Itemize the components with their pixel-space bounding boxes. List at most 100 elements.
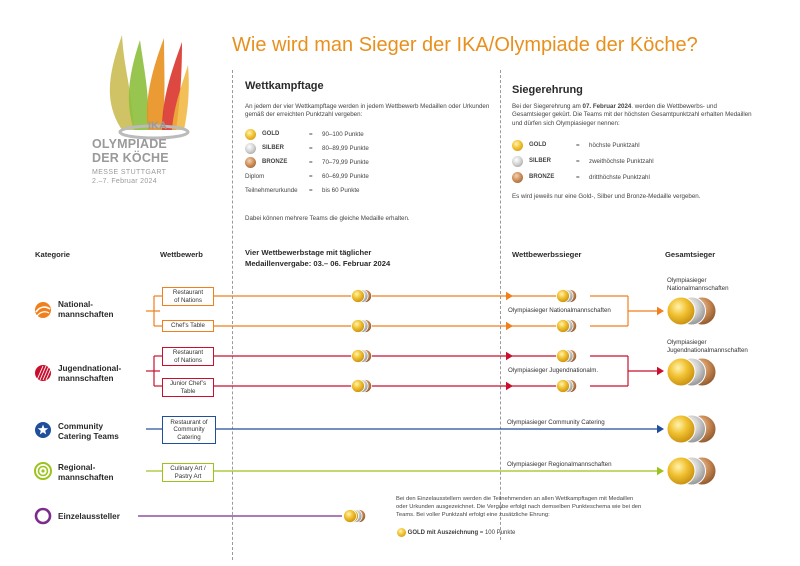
column-tage-line1: Vier Wettbewerbstage mit täglicher [245, 248, 372, 257]
einzel-award: GOLD mit Auszeichnung = 100 Punkte [397, 528, 515, 537]
target-icon-ring [37, 465, 49, 477]
logo-name-line2: DER KÖCHE [92, 151, 169, 165]
column-tage-line2: Medaillenvergabe: 03.– 06. Februar 2024 [245, 259, 391, 268]
dashed-divider [232, 70, 233, 560]
siegerehrung-intro: Bei der Siegerehrung am 07. Februar 2024… [512, 103, 752, 127]
logo-name-line1: OLYMPIADE [92, 137, 167, 151]
arrow-head [506, 381, 513, 391]
gold-medal-icon [245, 129, 256, 140]
award-value: 90–100 Punkte [322, 131, 364, 138]
award-label: Diplom [245, 173, 265, 180]
award-row: GOLD=höchste Punktzahl [512, 140, 752, 153]
award-row: SILBER = zweithöchste Punktzahl [512, 156, 752, 169]
award-label: GOLD [262, 131, 280, 137]
award-equals: = [576, 174, 580, 181]
award-row: SILBER = 80–89,99 Punkte [245, 143, 485, 156]
arrow-head [506, 291, 513, 301]
jugend-icon-stripe [42, 365, 50, 381]
category-regional: Regional-mannschaften [58, 463, 114, 482]
award-label: BRONZE [262, 159, 288, 165]
siegerehrung-note: Es wird jeweils nur eine Gold-, Silber u… [512, 193, 701, 200]
winner-label-regional: Olympiasieger Regionalmannschaften [507, 461, 612, 468]
jugend-icon-stripe [36, 365, 44, 381]
award-value: zweithöchste Punktzahl [589, 158, 654, 165]
arrow-head [506, 321, 513, 331]
logo-brand: IKA [148, 120, 167, 132]
gold-medal [556, 319, 570, 333]
award-value: höchste Punktzahl [589, 142, 640, 149]
flame-logo-icon [109, 35, 190, 140]
target-icon-center [41, 469, 45, 473]
column-wettbewerbssieger: Wettbewerbssieger [512, 250, 582, 259]
star-icon-shape [37, 424, 49, 435]
dashed-divider [500, 70, 501, 540]
award-label: BRONZE [529, 174, 555, 180]
award-value: 80–89,99 Punkte [322, 145, 369, 152]
winner-label-community: Olympiasieger Community Catering [507, 419, 605, 426]
arrow-head [506, 351, 513, 361]
award-value: dritthöchste Punktzahl [589, 174, 650, 181]
national-icon-swirl [35, 306, 51, 313]
gold-medal [556, 379, 570, 393]
einzel-award-value: = 100 Punkte [479, 530, 516, 537]
competition-culinary-pastry-art: Culinary Art /Pastry Art [162, 463, 214, 482]
gold-medal [666, 414, 696, 444]
siegerehrung-heading: Siegerehrung [512, 84, 583, 96]
logo: IKA OLYMPIADE DER KÖCHE MESSE STUTTGART … [92, 30, 212, 210]
award-equals: = [576, 158, 580, 165]
award-row: Teilnehmerurkunde = bis 60 Punkte [245, 187, 485, 198]
logo-dates: 2.–7. Februar 2024 [92, 178, 157, 185]
gold-medal [351, 289, 365, 303]
jugend-icon-stripe [45, 365, 53, 381]
column-wettbewerb: Wettbewerb [160, 250, 203, 259]
siegerehrung-date: 07. Februar 2024 [582, 103, 632, 110]
arrow-head [657, 424, 664, 434]
award-equals: = [309, 187, 313, 194]
gold-medal [666, 296, 696, 326]
gold-medal [556, 289, 570, 303]
gold-medal [556, 349, 570, 363]
ring-icon [34, 507, 52, 525]
gold-medal [666, 456, 696, 486]
competition-chefs-table: Chef’s Table [162, 320, 214, 332]
award-equals: = [309, 145, 313, 152]
silver-medal-icon [245, 143, 256, 154]
target-icon [34, 462, 52, 480]
gold-medal [343, 509, 357, 523]
category-jugend: Jugendnational-mannschaften [58, 364, 122, 383]
arrow-head [657, 306, 664, 316]
gold-medal [351, 349, 365, 363]
gold-medal [351, 319, 365, 333]
wettkampftage-heading: Wettkampftage [245, 80, 324, 92]
award-label: SILBER [529, 158, 552, 164]
award-row: Diplom = 60–69,99 Punkte [245, 173, 485, 184]
award-label: Teilnehmerurkunde [245, 187, 298, 194]
gold-medal-icon [512, 140, 523, 151]
page-title: Wie wird man Sieger der IKA/Olympiade de… [232, 34, 698, 56]
bronze-medal-icon [245, 157, 256, 168]
jugend-icon-stripe [39, 365, 47, 381]
award-equals: = [309, 173, 313, 180]
award-equals: = [576, 142, 580, 149]
logo-venue: MESSE STUTTGART [92, 169, 167, 176]
winner-label-jugend: Olympiasieger Jugendnationalm. [507, 367, 600, 374]
award-label: SILBER [262, 145, 285, 151]
award-value: bis 60 Punkte [322, 187, 360, 194]
arrow-head [657, 366, 664, 376]
award-value: 70–79,99 Punkte [322, 159, 369, 166]
einzel-award-label: GOLD mit Auszeichnung [407, 530, 479, 537]
award-row: GOLD=90–100 Punkte [245, 129, 485, 142]
bronze-medal-icon [512, 172, 523, 183]
award-value: 60–69,99 Punkte [322, 173, 369, 180]
gold-medal-icon [397, 528, 406, 537]
column-kategorie: Kategorie [35, 250, 71, 259]
award-equals: = [309, 159, 313, 166]
gold-medal [351, 379, 365, 393]
